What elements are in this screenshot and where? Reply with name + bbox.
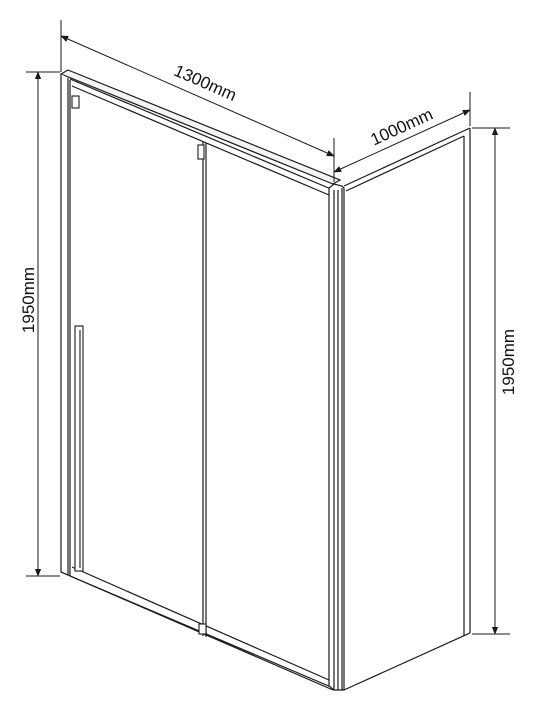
front-panel-assembly — [59, 69, 345, 691]
dimension-lines — [26, 20, 510, 635]
dim-front-width — [60, 35, 335, 157]
top-roller-left — [71, 95, 80, 109]
corner-post — [328, 183, 345, 691]
side-bottom-edge — [343, 632, 471, 691]
top-rail-lower — [71, 85, 330, 196]
side-top-edge-inner — [345, 135, 465, 192]
label-front-width: 1300mm — [171, 61, 239, 105]
top-rail-inner — [69, 78, 332, 190]
bottom-guide — [198, 623, 207, 635]
side-panel — [343, 127, 471, 691]
left-wall-profile — [60, 74, 69, 576]
label-front-height: 1950mm — [19, 267, 38, 333]
top-roller-middle — [197, 144, 205, 160]
side-top-edge — [343, 127, 471, 187]
label-side-height: 1950mm — [499, 329, 518, 395]
label-side-width: 1000mm — [368, 105, 436, 150]
hardware — [71, 95, 207, 635]
door-handle — [74, 325, 84, 572]
dim-side-width — [333, 109, 471, 173]
